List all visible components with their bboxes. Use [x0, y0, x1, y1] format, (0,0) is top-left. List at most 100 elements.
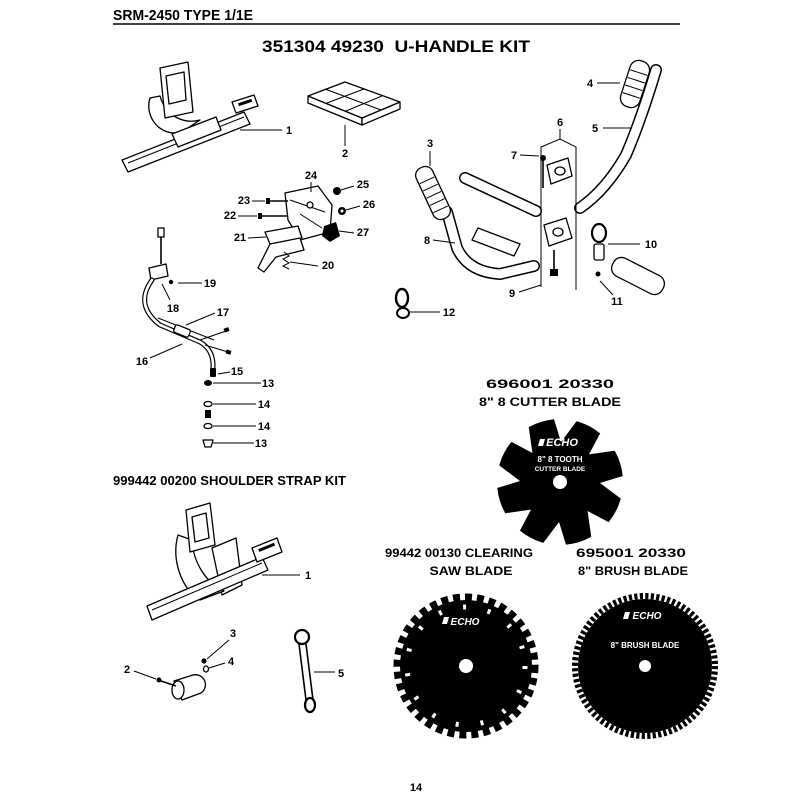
bolt-7-head: [540, 155, 546, 161]
strap-callout-5: 5: [338, 668, 344, 680]
lanyard-top-ring: [293, 628, 311, 646]
echo-logo-mark: [623, 612, 630, 619]
callout-7: 7: [511, 150, 517, 162]
clearing-saw-blade-arbor-hole: [459, 659, 473, 673]
cable-assembly: 19 18 17 16 15 13 14 14 13: [136, 227, 274, 450]
handle-tube-fill: [575, 65, 661, 213]
cable-boot-18: [148, 263, 169, 281]
housing-boss: [306, 201, 314, 209]
shoulder-strap-kit-title: 999442 00200 SHOULDER STRAP KIT: [113, 473, 346, 488]
part-4-grip: 4: [587, 59, 651, 109]
screw-23-head: [266, 198, 270, 204]
grip-ridge: [629, 69, 648, 76]
strap-callout-2: 2: [124, 664, 130, 676]
cutter-blade-brand: ECHO: [546, 437, 578, 449]
stop-wire-branch: [204, 344, 229, 353]
echo-logo-mark: [538, 439, 545, 446]
clearing-saw-blade-teeth: [393, 593, 539, 739]
knob-27: [322, 222, 340, 242]
right-grip: [610, 256, 666, 296]
nut-26-hole: [340, 209, 344, 213]
callout-leader-27: [338, 230, 355, 234]
brush-blade-arbor-hole: [639, 660, 651, 672]
callout-9: 9: [509, 288, 515, 300]
cutter-blade-face-line-2: CUTTER BLADE: [535, 466, 586, 473]
lower-clamp-bore: [552, 227, 564, 237]
grip-ridge: [625, 84, 643, 92]
callout-leader-18: [161, 283, 171, 301]
wire-terminal: [225, 349, 232, 355]
harness-buckle-slot: [238, 98, 253, 107]
pad-quilt-line: [345, 95, 383, 112]
callout-leader-15: [217, 371, 231, 375]
brush-blade-face-label: 8" BRUSH BLADE: [611, 641, 680, 650]
screw-22-head: [258, 213, 262, 219]
u-handle-lower-tube-fill: [442, 207, 539, 279]
cutter-blade-arbor-hole: [553, 475, 567, 489]
callout-leader-8: [432, 239, 456, 244]
callout-25: 25: [357, 179, 369, 191]
clamp-ear: [593, 243, 605, 261]
part-5-handle-tube: 5: [574, 64, 662, 214]
clearing-saw-blade-brand: ECHO: [451, 617, 480, 628]
lanyard-bottom-ring: [303, 696, 317, 714]
strap-kit-harness: 1: [146, 502, 311, 621]
callout-8: 8: [424, 235, 430, 247]
washer-14-upper: [203, 400, 213, 408]
strap-kit-lanyard: 5: [293, 628, 344, 714]
callout-2: 2: [342, 148, 348, 160]
callout-27: 27: [357, 227, 369, 239]
part-6-bracket-group: 6 7 9: [509, 117, 577, 300]
callout-leader-11: [599, 280, 614, 296]
grip-ridge: [622, 92, 641, 99]
bolt-9-head: [550, 269, 558, 276]
callout-23: 23: [238, 195, 250, 207]
part-1-harness: 1: [121, 61, 292, 173]
callout-4: 4: [587, 78, 594, 90]
lanyard-loop: [298, 643, 314, 701]
callout-11: 11: [611, 296, 623, 308]
washer-14-lower: [203, 422, 213, 430]
u-handle-kit-title: 351304 49230 U-HANDLE KIT: [262, 37, 531, 56]
part-10-clamp: 10 11: [590, 222, 666, 308]
callout-leader-21: [247, 236, 267, 239]
upper-clamp-bore: [554, 166, 566, 176]
grip-ridge: [423, 183, 438, 192]
brush-blade-part-number: 695001 20330: [576, 546, 686, 560]
ring-loop: [394, 287, 410, 309]
grip-ridge: [419, 176, 435, 185]
callout-15: 15: [231, 366, 243, 378]
callout-5: 5: [592, 123, 598, 135]
bolt-2-head: [156, 677, 162, 683]
nut-3: [201, 658, 207, 664]
brush-blade-brand: ECHO: [633, 611, 662, 622]
nut-13-upper: [204, 380, 212, 386]
callout-leader-16: [149, 343, 183, 359]
callout-19: 19: [204, 278, 216, 290]
nut-13-lower: [202, 439, 214, 448]
clearing-saw-blade-title-line-2: SAW BLADE: [430, 564, 513, 578]
cable-end-15: [210, 368, 216, 377]
adjuster-sleeve: [205, 410, 211, 418]
u-handle-upper-tube-fill: [460, 173, 541, 216]
harness-buckle: [251, 537, 283, 563]
brush-blade-section: 695001 20330 8" BRUSH BLADE ECHO 8" BRUS…: [572, 546, 718, 739]
callout-leader-3: [206, 639, 230, 660]
bolt-2-shank: [160, 680, 177, 687]
cutter-blade-name: 8" 8 CUTTER BLADE: [479, 395, 621, 409]
cutter-blade-section: 696001 20330 8" 8 CUTTER BLADE ECHO 8" 8…: [479, 377, 626, 548]
harness-strap: [146, 556, 269, 621]
harness-plate-window: [165, 71, 187, 105]
strap-kit-clamp: 2 3 4: [124, 628, 236, 701]
harness-buckle-slot: [258, 542, 276, 552]
callout-6: 6: [557, 117, 563, 129]
callout-leader-20: [289, 261, 319, 267]
cutter-blade-part-number: 696001 20330: [486, 377, 615, 391]
callout-13-lower: 13: [255, 438, 267, 450]
washer-4: [202, 665, 210, 673]
callout-16: 16: [136, 356, 148, 368]
callout-leader-4: [208, 662, 226, 669]
echo-logo-mark: [442, 617, 449, 624]
clearing-saw-blade-section: 99442 00130 CLEARING SAW BLADE ECHO: [385, 546, 539, 739]
